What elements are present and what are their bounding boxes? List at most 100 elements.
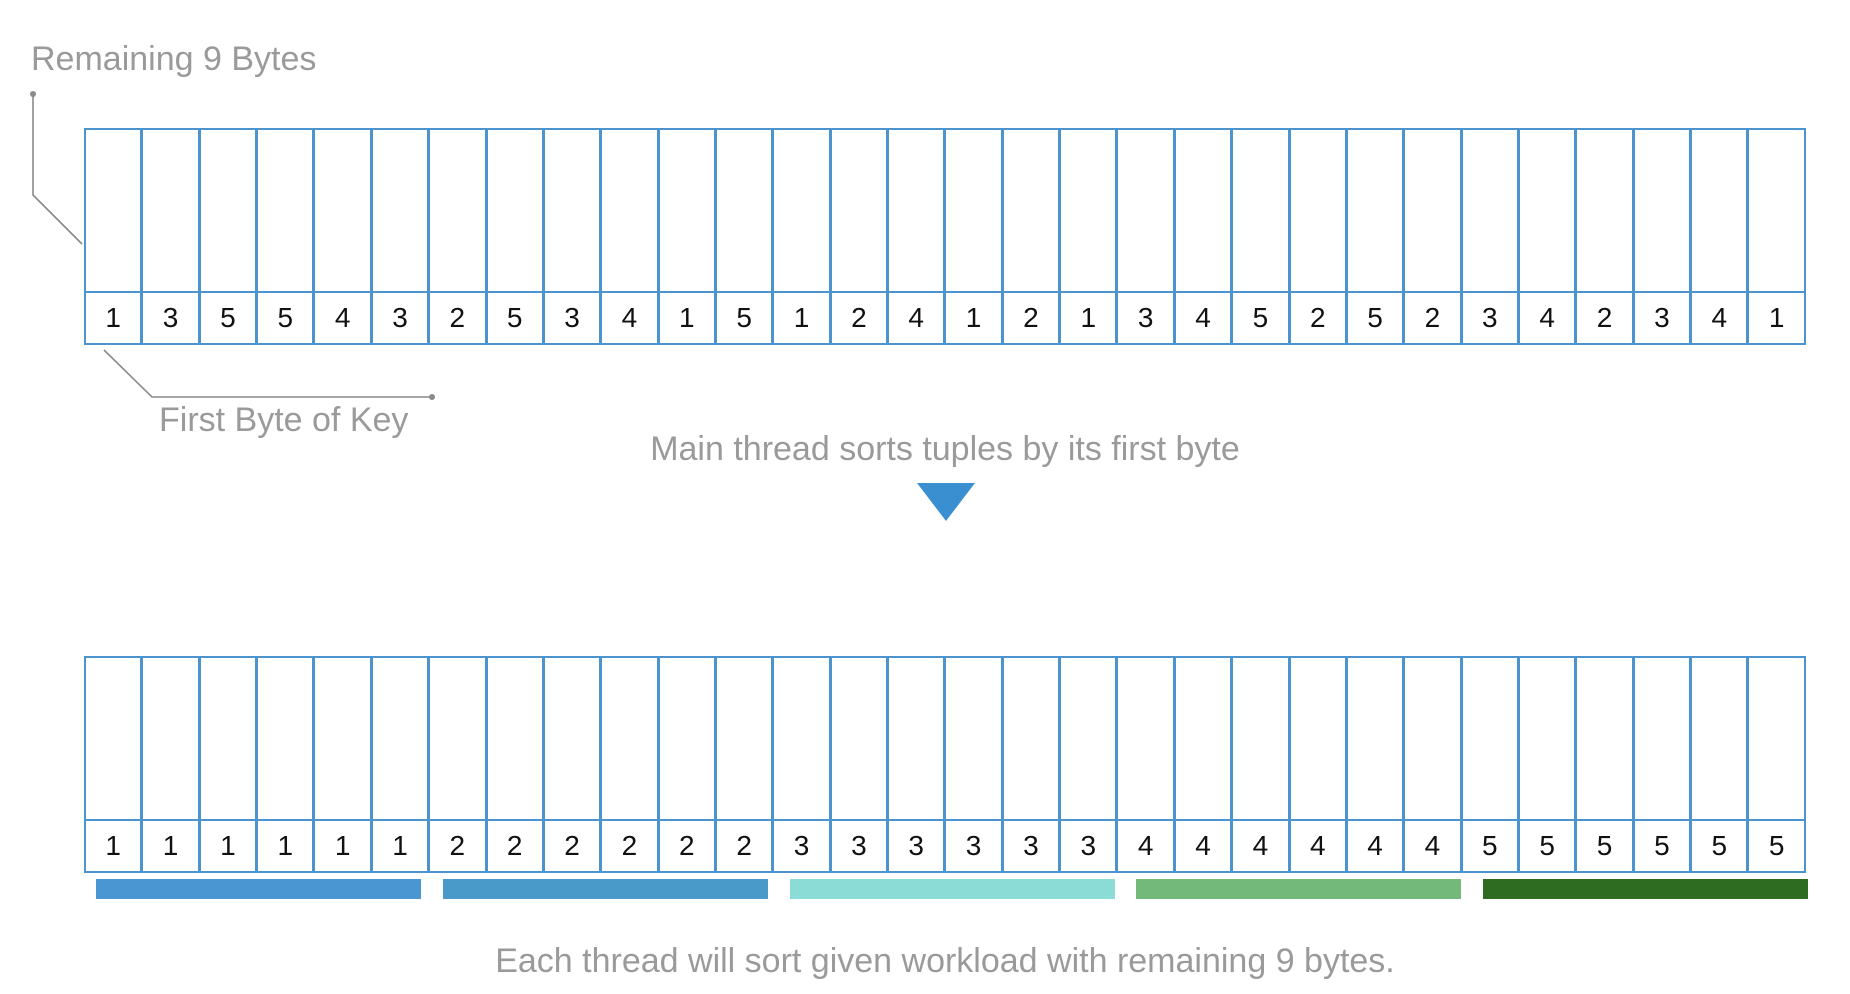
tuple-cell: 2 bbox=[600, 656, 659, 873]
remaining-bytes-slot bbox=[485, 128, 544, 291]
first-byte-key: 1 bbox=[772, 291, 831, 345]
remaining-bytes-slot bbox=[1001, 128, 1061, 291]
tuple-cell: 4 bbox=[1288, 656, 1347, 873]
first-byte-key: 3 bbox=[944, 819, 1003, 873]
remaining-bytes-slot bbox=[84, 656, 143, 819]
tuple-cell: 1 bbox=[84, 656, 143, 873]
thread-4-workload-bar bbox=[1136, 879, 1461, 899]
first-byte-key: 4 bbox=[1173, 291, 1233, 345]
first-byte-key: 5 bbox=[1747, 819, 1806, 873]
remaining-bytes-slot bbox=[313, 656, 372, 819]
remaining-bytes-slot bbox=[714, 656, 774, 819]
remaining-bytes-slot bbox=[1632, 128, 1692, 291]
tuple-cell: 2 bbox=[428, 128, 487, 345]
tuple-cell: 5 bbox=[1460, 656, 1519, 873]
remaining-bytes-slot bbox=[1460, 128, 1519, 291]
remaining-bytes-slot bbox=[1001, 656, 1061, 819]
first-byte-leader-dot bbox=[429, 394, 435, 400]
remaining-leader-line bbox=[32, 94, 83, 245]
first-byte-key: 2 bbox=[428, 291, 487, 345]
remaining-bytes-slot bbox=[141, 128, 200, 291]
first-byte-key: 1 bbox=[1747, 291, 1806, 345]
tuple-cell: 1 bbox=[1059, 128, 1118, 345]
tuple-cell: 5 bbox=[1632, 656, 1692, 873]
tuple-cell: 2 bbox=[428, 656, 487, 873]
first-byte-key: 4 bbox=[1345, 819, 1405, 873]
remaining-bytes-slot bbox=[944, 656, 1003, 819]
tuple-cell: 1 bbox=[657, 128, 716, 345]
first-byte-key: 1 bbox=[198, 819, 258, 873]
first-byte-leader-line bbox=[103, 349, 432, 398]
tuple-cell: 2 bbox=[1001, 128, 1061, 345]
remaining-bytes-slot bbox=[772, 656, 831, 819]
remaining-bytes-slot bbox=[1747, 656, 1806, 819]
first-byte-key: 4 bbox=[1517, 291, 1577, 345]
tuple-cell: 4 bbox=[1231, 656, 1290, 873]
tuple-cell: 4 bbox=[887, 128, 946, 345]
first-byte-key: 2 bbox=[1001, 291, 1061, 345]
tuple-cell: 1 bbox=[256, 656, 315, 873]
tuple-cell: 4 bbox=[1173, 656, 1233, 873]
down-arrow-icon bbox=[917, 483, 975, 521]
tuple-cell: 4 bbox=[313, 128, 372, 345]
first-byte-key: 5 bbox=[198, 291, 258, 345]
remaining-bytes-slot bbox=[944, 128, 1003, 291]
first-byte-key: 2 bbox=[1575, 291, 1634, 345]
remaining-bytes-slot bbox=[600, 656, 659, 819]
first-byte-key: 2 bbox=[1288, 291, 1347, 345]
first-byte-key: 4 bbox=[1403, 819, 1462, 873]
remaining-bytes-slot bbox=[829, 656, 889, 819]
first-byte-key: 4 bbox=[313, 291, 372, 345]
remaining-bytes-slot bbox=[1517, 128, 1577, 291]
tuple-cell: 5 bbox=[1575, 656, 1634, 873]
remaining-bytes-slot bbox=[1288, 128, 1347, 291]
main-thread-caption: Main thread sorts tuples by its first by… bbox=[650, 430, 1240, 468]
remaining-bytes-slot bbox=[657, 656, 716, 819]
first-byte-key: 5 bbox=[1690, 819, 1749, 873]
remaining-bytes-label: Remaining 9 Bytes bbox=[31, 40, 317, 78]
tuple-cell: 2 bbox=[657, 656, 716, 873]
tuple-cell: 5 bbox=[1345, 128, 1405, 345]
first-byte-key: 3 bbox=[370, 291, 430, 345]
remaining-bytes-slot bbox=[428, 656, 487, 819]
tuple-cell: 1 bbox=[772, 128, 831, 345]
remaining-bytes-slot bbox=[887, 128, 946, 291]
first-byte-key: 1 bbox=[944, 291, 1003, 345]
remaining-bytes-slot bbox=[256, 656, 315, 819]
tuple-cell: 3 bbox=[141, 128, 200, 345]
first-byte-key: 1 bbox=[657, 291, 716, 345]
first-byte-key: 5 bbox=[1460, 819, 1519, 873]
tuple-cell: 1 bbox=[84, 128, 143, 345]
tuple-cell: 2 bbox=[1575, 128, 1634, 345]
first-byte-key: 5 bbox=[1517, 819, 1577, 873]
remaining-bytes-slot bbox=[1747, 128, 1806, 291]
first-byte-key: 2 bbox=[829, 291, 889, 345]
remaining-bytes-slot bbox=[256, 128, 315, 291]
remaining-bytes-slot bbox=[1288, 656, 1347, 819]
remaining-bytes-slot bbox=[1632, 656, 1692, 819]
first-byte-label: First Byte of Key bbox=[159, 401, 409, 439]
remaining-bytes-slot bbox=[1690, 656, 1749, 819]
tuple-cell: 5 bbox=[714, 128, 774, 345]
first-byte-key: 2 bbox=[657, 819, 716, 873]
first-byte-key: 5 bbox=[1632, 819, 1692, 873]
remaining-bytes-slot bbox=[657, 128, 716, 291]
remaining-bytes-slot bbox=[198, 656, 258, 819]
remaining-bytes-slot bbox=[1059, 656, 1118, 819]
remaining-bytes-slot bbox=[1173, 128, 1233, 291]
first-byte-key: 1 bbox=[370, 819, 430, 873]
tuple-cell: 3 bbox=[1460, 128, 1519, 345]
tuple-cell: 5 bbox=[256, 128, 315, 345]
first-byte-key: 2 bbox=[714, 819, 774, 873]
first-byte-key: 4 bbox=[600, 291, 659, 345]
first-byte-key: 5 bbox=[1231, 291, 1290, 345]
remaining-leader-dot bbox=[30, 91, 36, 97]
first-byte-key: 3 bbox=[1116, 291, 1175, 345]
remaining-bytes-slot bbox=[370, 656, 430, 819]
remaining-bytes-slot bbox=[1231, 656, 1290, 819]
first-byte-key: 1 bbox=[313, 819, 372, 873]
remaining-bytes-slot bbox=[1173, 656, 1233, 819]
tuple-cell: 1 bbox=[944, 128, 1003, 345]
